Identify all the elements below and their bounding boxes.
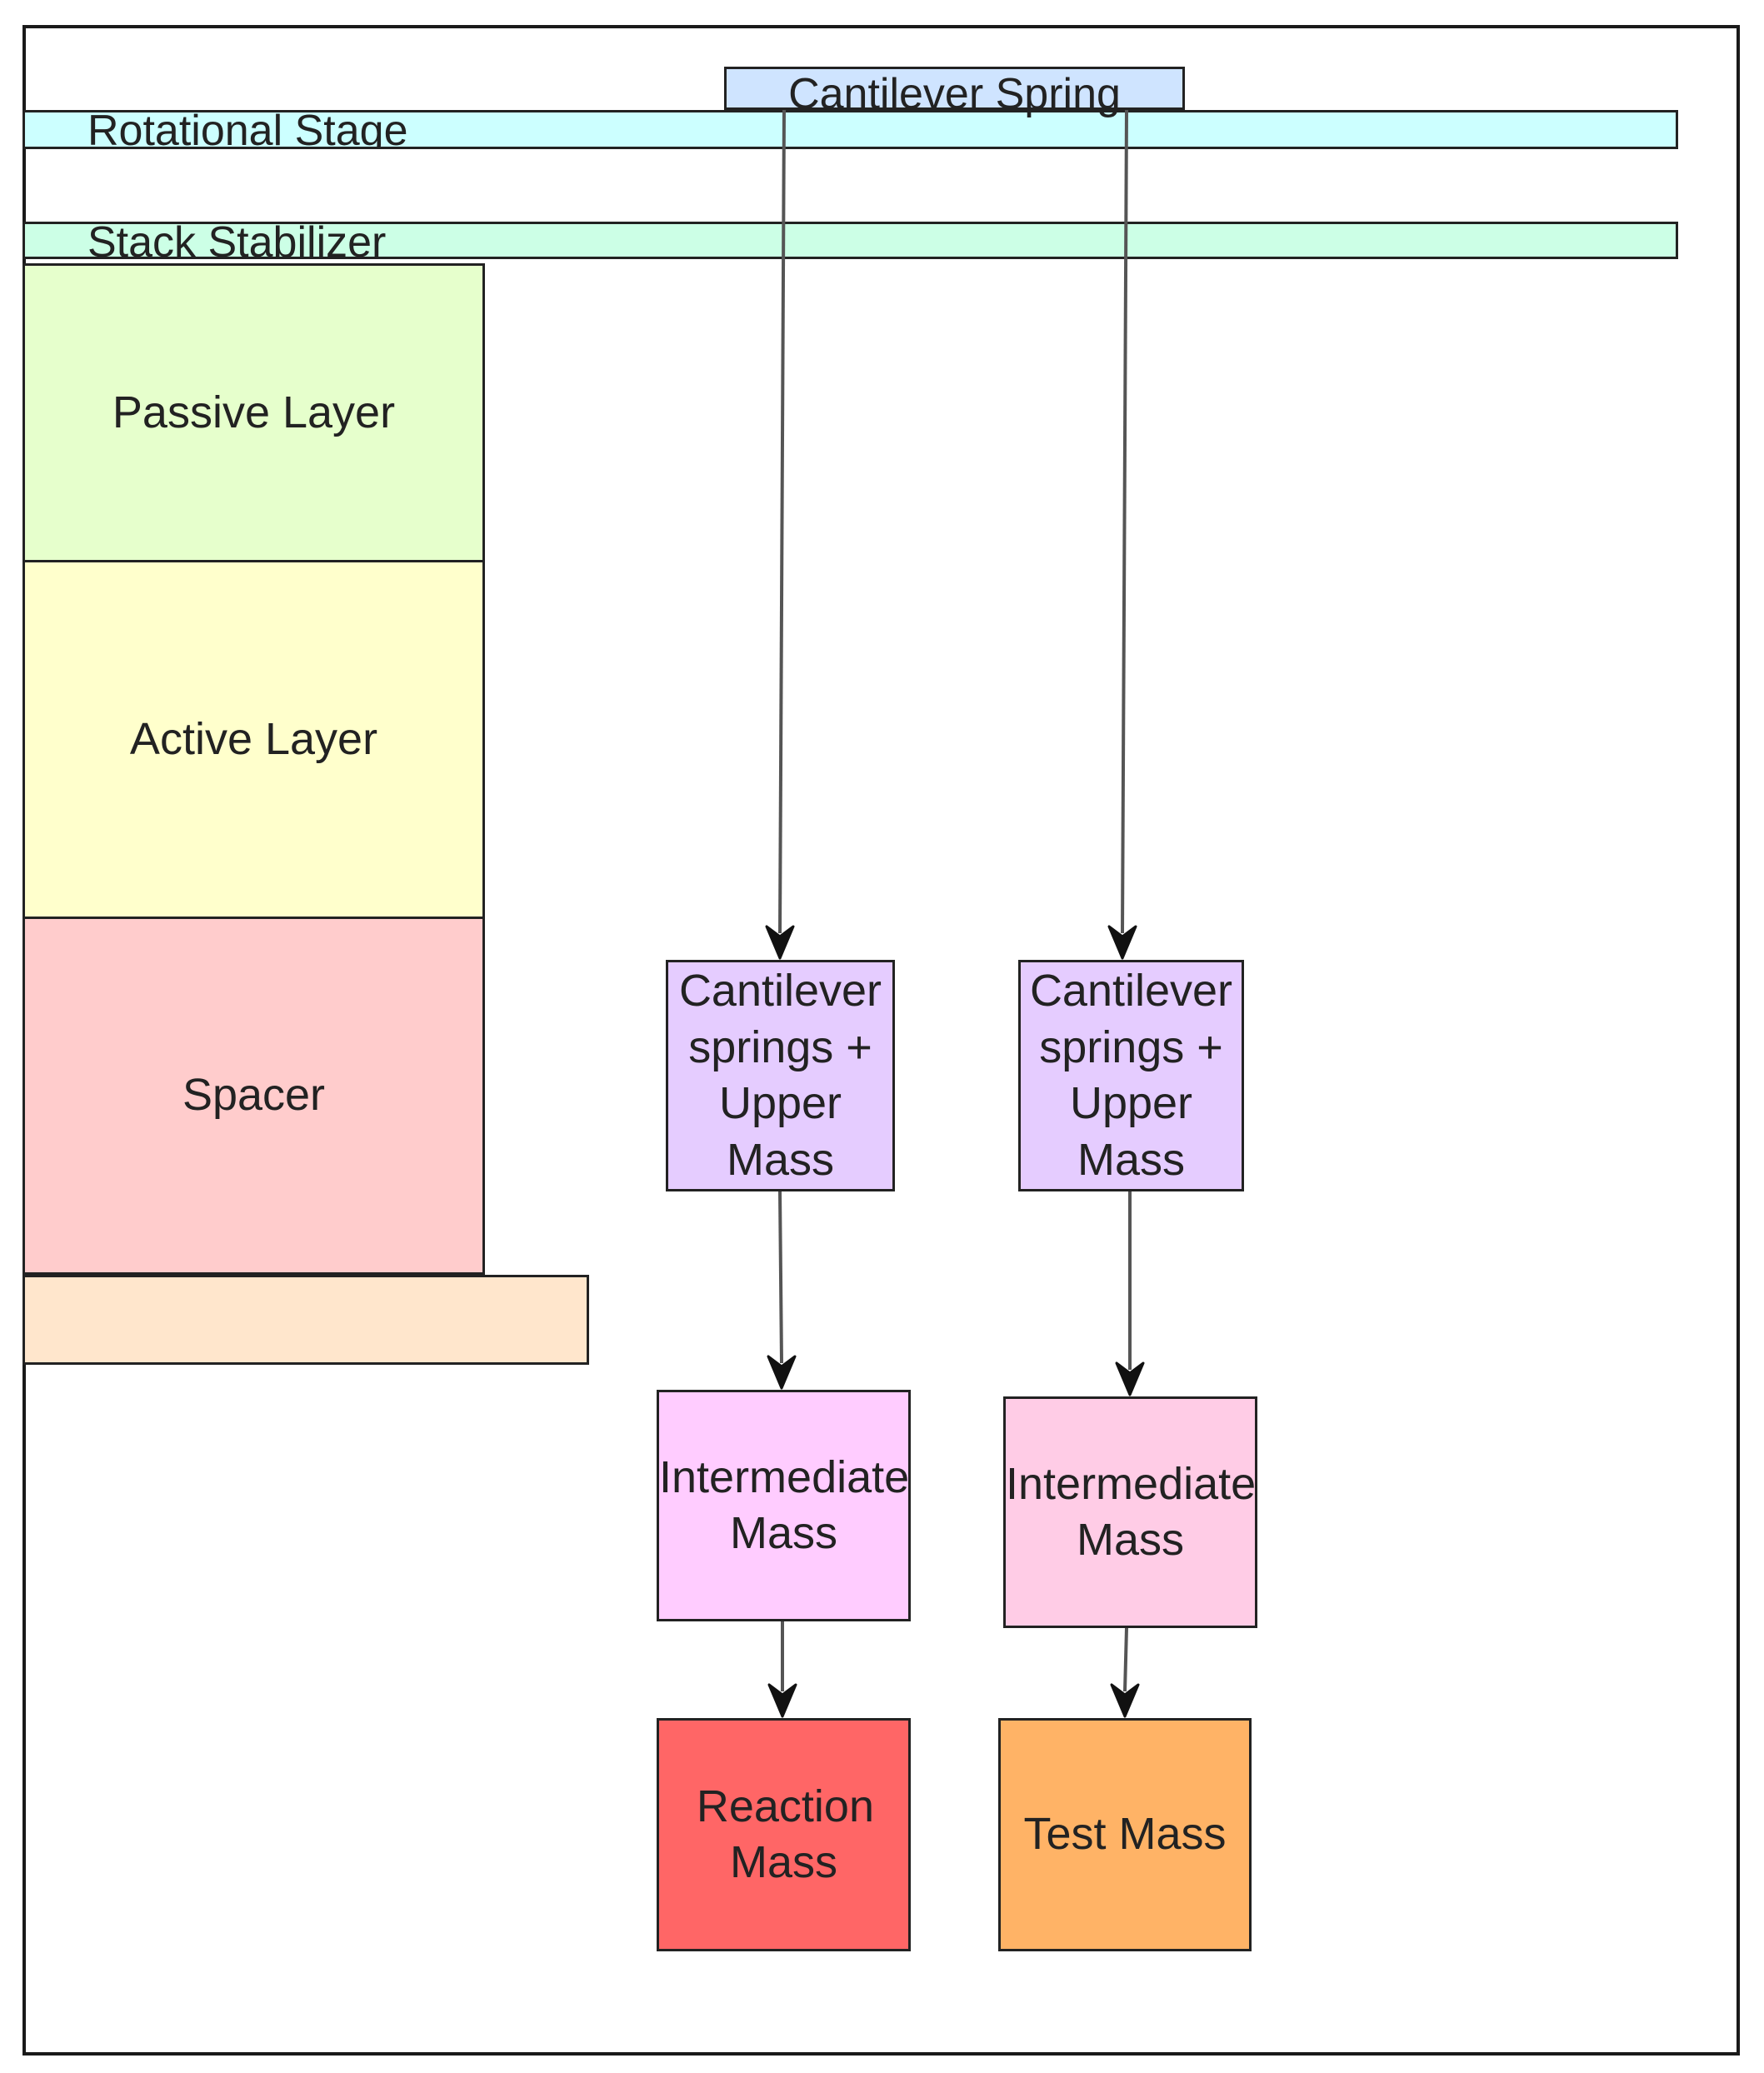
test-mass-label: Test Mass — [1023, 1809, 1227, 1860]
reaction-mass-label: Reaction Mass — [696, 1781, 874, 1888]
reaction-mass: Reaction Mass — [657, 1718, 911, 1951]
active-layer-label: Active Layer — [129, 713, 378, 764]
cantilever-spring: Cantilever Spring — [724, 67, 1185, 118]
intermediate-mass-left: Intermediate Mass — [657, 1390, 911, 1621]
cantilever-spring-label: Cantilever Spring — [788, 70, 1121, 118]
spacer-label: Spacer — [182, 1070, 326, 1121]
arrowhead-left-top — [765, 925, 795, 960]
passive-layer: Passive Layer — [22, 263, 485, 562]
rotational-stage-label: Rotational Stage — [87, 110, 408, 149]
upper-mass-right-label: Cantilever springs + Upper Mass — [1029, 966, 1233, 1185]
wire-right-low — [1123, 1627, 1128, 1692]
active-layer: Active Layer — [22, 560, 485, 919]
rotational-stage: Rotational Stage — [22, 110, 1678, 149]
stack-stabilizer-label: Stack Stabilizer — [87, 222, 387, 259]
upper-mass-right: Cantilever springs + Upper Mass — [1018, 960, 1244, 1191]
upper-mass-left: Cantilever springs + Upper Mass — [666, 960, 895, 1191]
intermediate-mass-left-label: Intermediate Mass — [659, 1451, 910, 1559]
arrowhead-left-mid — [767, 1355, 797, 1390]
intermediate-mass-right: Intermediate Mass — [1003, 1396, 1257, 1628]
arrowhead-right-mid — [1115, 1361, 1145, 1396]
arrowhead-left-low — [767, 1683, 797, 1718]
wire-right-top — [1121, 109, 1128, 934]
spacer: Spacer — [22, 917, 485, 1275]
wire-left-top — [778, 109, 786, 934]
intermediate-mass-right-label: Intermediate Mass — [1006, 1458, 1257, 1566]
passive-layer-label: Passive Layer — [112, 387, 396, 437]
test-mass: Test Mass — [998, 1718, 1252, 1951]
base-plate — [22, 1275, 589, 1365]
arrowhead-right-low — [1110, 1683, 1140, 1718]
upper-mass-left-label: Cantilever springs + Upper Mass — [678, 966, 882, 1185]
stack-stabilizer: Stack Stabilizer — [22, 222, 1678, 259]
wire-left-mid — [778, 1191, 783, 1364]
arrowhead-right-top — [1107, 925, 1137, 960]
